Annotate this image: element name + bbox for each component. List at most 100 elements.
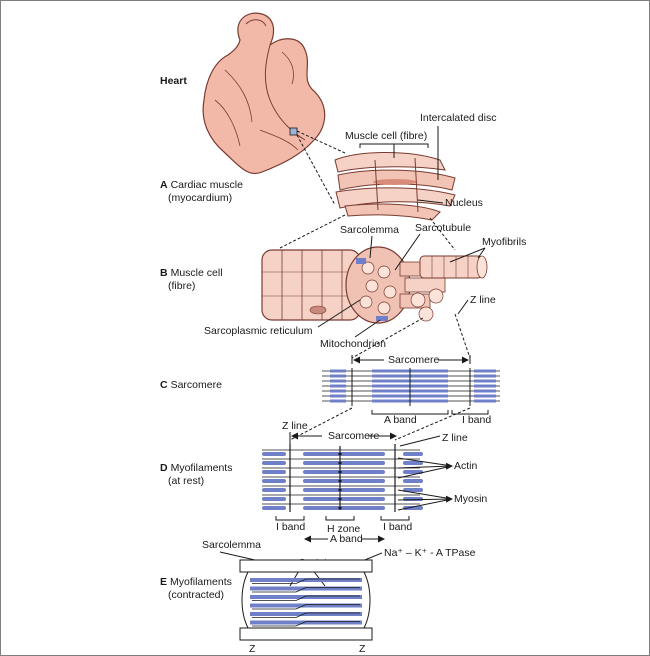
label-mitochondrion: Mitochondrion bbox=[320, 338, 386, 350]
label-i-band-d-right: I band bbox=[383, 521, 412, 533]
myosin-filament bbox=[403, 479, 423, 483]
label-sarcotubule: Sarcotubule bbox=[415, 222, 471, 234]
label-z-line-d-right: Z line bbox=[442, 432, 468, 444]
label-i-band-d-left: I band bbox=[276, 521, 305, 533]
myosin-band bbox=[330, 379, 346, 383]
m-line-dot bbox=[338, 452, 342, 456]
actin-filament bbox=[295, 595, 307, 601]
heart-illustration bbox=[202, 12, 326, 174]
myosin-filament bbox=[262, 452, 286, 456]
myosin-filament bbox=[303, 452, 385, 456]
label-d-line2: (at rest) bbox=[168, 475, 204, 487]
label-heart: Heart bbox=[160, 75, 187, 87]
m-line-dot bbox=[338, 461, 342, 465]
myosin-filament bbox=[262, 470, 286, 474]
label-e-text: Myofilaments bbox=[170, 576, 232, 588]
m-line-dot bbox=[338, 488, 342, 492]
myosin-band bbox=[474, 379, 496, 383]
myosin-filament bbox=[303, 506, 385, 510]
myosin-filament bbox=[262, 506, 286, 510]
label-na-k-atpase: Na⁺ – K⁺ - A TPase bbox=[384, 547, 476, 559]
label-z-line-b: Z line bbox=[470, 294, 496, 306]
myosin-filament bbox=[262, 461, 286, 465]
actin-filament bbox=[295, 604, 307, 610]
m-line-dot bbox=[338, 479, 342, 483]
myosin-filament bbox=[262, 488, 286, 492]
label-e-line2: (contracted) bbox=[168, 589, 224, 601]
actin-filament bbox=[295, 612, 307, 618]
myosin-filament bbox=[403, 470, 423, 474]
label-c-letter: C bbox=[160, 379, 168, 391]
sarcomere-band-diagram bbox=[322, 368, 500, 406]
myosin-filament bbox=[403, 461, 423, 465]
myosin-band bbox=[330, 389, 346, 393]
label-a-band-c: A band bbox=[384, 414, 417, 426]
actin-filament bbox=[295, 587, 307, 593]
myosin-band bbox=[330, 394, 346, 398]
myosin-filament bbox=[403, 488, 423, 492]
actin-filament bbox=[295, 621, 307, 627]
myosin-filament bbox=[250, 586, 362, 591]
label-i-band-c: I band bbox=[462, 414, 491, 426]
label-d-text: Myofilaments bbox=[171, 462, 233, 474]
label-e-letter: E bbox=[160, 576, 167, 588]
myosin-filament bbox=[250, 603, 362, 608]
label-b-letter: B bbox=[160, 267, 168, 279]
myosin-filament bbox=[250, 578, 362, 582]
label-intercalated-disc: Intercalated disc bbox=[420, 112, 496, 124]
label-h-zone: H zone bbox=[327, 523, 360, 535]
myosin-filament bbox=[262, 497, 286, 501]
myosin-band bbox=[330, 399, 346, 403]
myosin-band bbox=[474, 384, 496, 388]
label-z-line-d-left: Z line bbox=[282, 420, 308, 432]
myosin-filament bbox=[303, 461, 385, 465]
label-sarcomere-c: Sarcomere bbox=[388, 354, 440, 366]
label-sarcoplasmic-reticulum: Sarcoplasmic reticulum bbox=[204, 325, 313, 337]
myofilaments-at-rest bbox=[262, 444, 423, 512]
m-line-dot bbox=[338, 497, 342, 501]
label-myosin: Myosin bbox=[454, 493, 487, 505]
label-d-letter: D bbox=[160, 462, 168, 474]
cardiac-muscle-illustration bbox=[334, 152, 456, 221]
myofilaments-contracted bbox=[239, 559, 373, 641]
label-b-line2: (fibre) bbox=[168, 280, 195, 292]
myosin-filament bbox=[403, 506, 423, 510]
label-z-left: Z bbox=[249, 643, 256, 655]
label-myofibrils: Myofibrils bbox=[482, 236, 526, 248]
myosin-filament bbox=[250, 612, 362, 616]
myosin-filament bbox=[303, 497, 385, 501]
myosin-filament bbox=[303, 488, 385, 492]
muscle-cell-illustration bbox=[261, 246, 488, 324]
myosin-filament bbox=[403, 497, 423, 501]
myosin-band bbox=[474, 374, 496, 378]
label-sarcomere-d: Sarcomere bbox=[328, 430, 380, 442]
myosin-filament bbox=[303, 479, 385, 483]
myosin-filament bbox=[262, 479, 286, 483]
m-line-dot bbox=[338, 470, 342, 474]
label-b-text: Muscle cell bbox=[171, 267, 223, 279]
myosin-band bbox=[474, 389, 496, 393]
myosin-band bbox=[474, 394, 496, 398]
label-sarcolemma-e: Sarcolemma bbox=[202, 539, 261, 551]
myosin-band bbox=[474, 369, 496, 373]
label-sarcolemma-b: Sarcolemma bbox=[340, 224, 399, 236]
myosin-filament bbox=[250, 620, 362, 625]
label-c-text: Sarcomere bbox=[171, 379, 223, 391]
label-muscle-cell-fibre: Muscle cell (fibre) bbox=[345, 130, 427, 142]
m-line-dot bbox=[338, 506, 342, 510]
myosin-filament bbox=[403, 452, 423, 456]
label-a-line2: (myocardium) bbox=[168, 192, 232, 204]
label-actin: Actin bbox=[454, 460, 478, 472]
myosin-band bbox=[330, 369, 346, 373]
label-a-letter: A bbox=[160, 179, 168, 191]
label-z-right: Z bbox=[359, 643, 366, 655]
myosin-filament bbox=[303, 470, 385, 474]
myosin-filament bbox=[250, 595, 362, 599]
myosin-band bbox=[474, 399, 496, 403]
